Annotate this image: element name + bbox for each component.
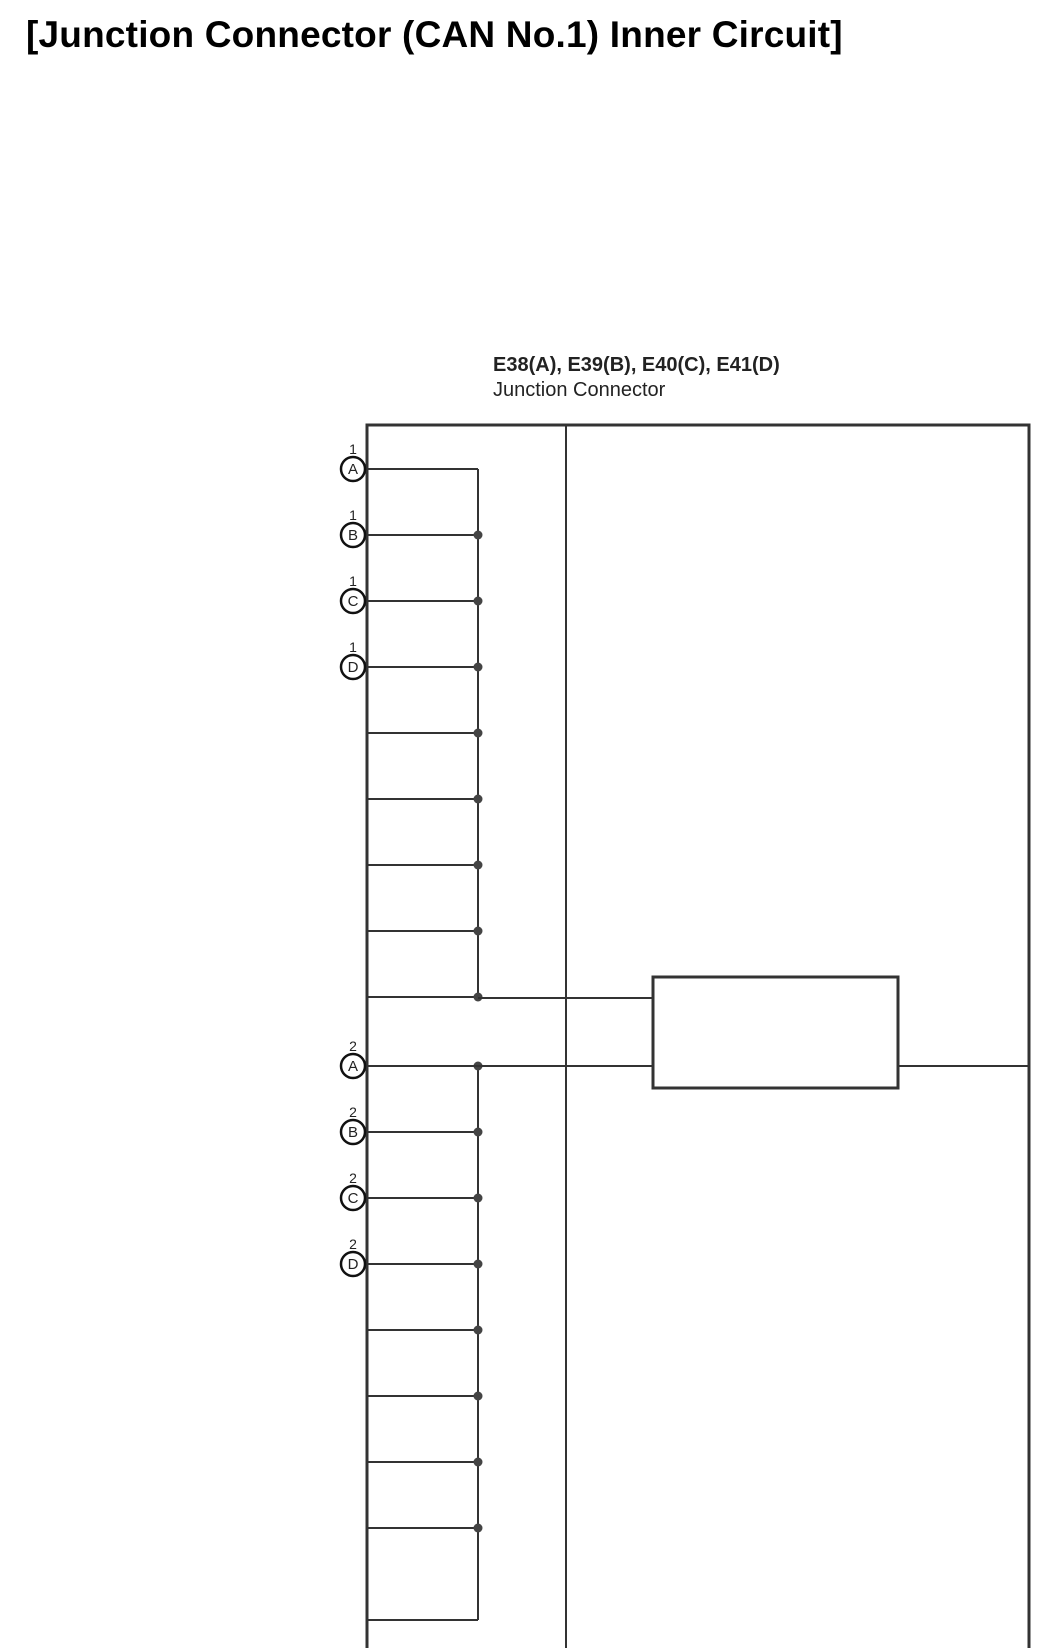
pin-letter: B [348,1124,358,1141]
bus-group-1 [367,468,483,1002]
bus2-junction-dot [473,1325,483,1335]
page-title: [Junction Connector (CAN No.1) Inner Cir… [26,14,843,55]
pin-number: 2 [349,1170,357,1186]
pin-number: 1 [349,639,357,655]
pin-number: 1 [349,507,357,523]
bus2-junction-dot [473,1259,483,1269]
bus2-junction-dot [473,1457,483,1467]
bus1-junction-dot [473,662,483,672]
bus1-junction-dot [473,860,483,870]
pin-letter: C [348,593,359,610]
pin-letter: C [348,1190,359,1207]
pin-letter: B [348,527,358,544]
bus2-junction-dot [473,1523,483,1533]
bus-group-2 [367,1061,483,1621]
bus1-junction-dot [473,596,483,606]
pin-number: 2 [349,1236,357,1252]
bus1-junction-dot [473,728,483,738]
pin-circle [339,521,367,549]
pin-letter: D [348,659,359,676]
pin-number: 1 [349,441,357,457]
bus2-junction-dot [473,1193,483,1203]
bus1-junction-dot [473,794,483,804]
pin-circle [339,1118,367,1146]
bus1-junction-dot [473,926,483,936]
pin-circle [339,1052,367,1080]
pin-circle [339,653,367,681]
connector-name: Junction Connector [493,379,666,401]
pin-number: 2 [349,1104,357,1120]
pin-number: 1 [349,573,357,589]
terminating-resistor [651,975,900,1090]
pin-letter: A [348,1058,358,1075]
pin-circle [339,1250,367,1278]
pin-number: 2 [349,1038,357,1054]
bus1-junction-dot [473,530,483,540]
pin-letter: A [348,461,358,478]
connector-frame [365,423,1031,1648]
pin-circle [339,1184,367,1212]
pin-letter: D [348,1256,359,1273]
connector-reference: E38(A), E39(B), E40(C), E41(D) [493,354,780,376]
bus2-junction-dot [473,1127,483,1137]
bus2-junction-dot [473,1391,483,1401]
pin-circle [339,587,367,615]
pin-circle [339,455,367,483]
